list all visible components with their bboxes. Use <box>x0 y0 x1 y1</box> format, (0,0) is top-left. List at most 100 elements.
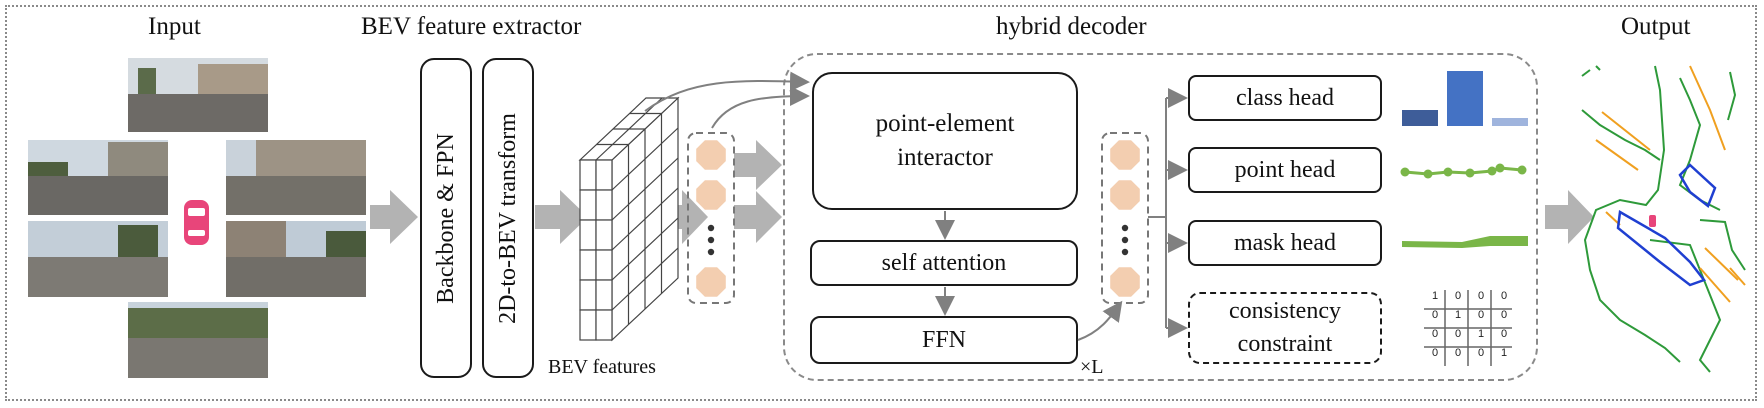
query-token <box>1110 140 1140 170</box>
class-bar-3 <box>1492 118 1528 126</box>
ellipsis-dot <box>707 248 715 256</box>
output-ego-marker <box>1649 215 1656 227</box>
ellipsis-dot <box>707 224 715 232</box>
ellipsis-dot <box>1121 248 1129 256</box>
map-divider-line <box>1704 247 1739 281</box>
matrix-cell: 1 <box>1477 328 1485 340</box>
cube-side-line <box>611 247 679 311</box>
cube-front-cell <box>579 279 597 311</box>
class-bar-2 <box>1447 71 1483 126</box>
self-attention-label: self attention <box>881 249 1007 276</box>
query-token <box>1110 267 1140 297</box>
query-token <box>696 140 726 170</box>
connector-ffn-to-queries <box>1077 300 1123 341</box>
point-head-label: point head <box>1234 156 1336 183</box>
ellipsis-dot <box>1121 224 1129 232</box>
consistency-label-line2: constraint <box>1237 331 1333 357</box>
matrix-cell: 0 <box>1477 290 1485 302</box>
outer-frame <box>5 5 1757 401</box>
cube-front-cell <box>595 279 613 311</box>
point-marker <box>1400 167 1410 177</box>
class-head-label: class head <box>1236 84 1334 111</box>
connector-cube-to-interactor <box>644 71 810 112</box>
map-boundary-line <box>1727 71 1737 121</box>
mask-head-stroke <box>1402 236 1528 248</box>
bev-features-label: BEV features <box>548 356 656 378</box>
query-tokens-left <box>696 140 726 297</box>
map-divider-line <box>1729 267 1746 286</box>
point-head-polyline <box>1400 163 1527 179</box>
cube-side-line <box>611 217 679 281</box>
camera-front-image <box>128 58 268 132</box>
point-head-box: point head <box>1188 147 1382 193</box>
point-marker <box>1443 167 1453 177</box>
flow-arrow-query-lower <box>734 191 782 243</box>
matrix-cell: 0 <box>1477 347 1485 359</box>
point-element-interactor-box: point-element interactor <box>812 72 1078 210</box>
point-marker <box>1495 163 1505 173</box>
consistency-label-line1: consistency <box>1229 298 1341 324</box>
point-marker <box>1487 166 1497 176</box>
bev-feature-cube <box>578 96 680 342</box>
connector-query-to-interactor <box>711 86 810 129</box>
ffn-label: FFN <box>921 326 967 353</box>
map-crossing-polygon <box>1616 209 1707 287</box>
flow-arrow-output <box>1545 190 1594 244</box>
cube-front-cell <box>595 219 613 251</box>
camera-front-right-image <box>226 140 366 215</box>
cube-front-cell <box>579 159 597 191</box>
matrix-cell: 0 <box>1431 347 1439 359</box>
cube-front-cell <box>579 219 597 251</box>
matrix-cell: 0 <box>1454 328 1462 340</box>
mask-head-box: mask head <box>1188 220 1382 266</box>
matrix-cell: 0 <box>1500 309 1508 321</box>
mask-head-label: mask head <box>1234 229 1336 256</box>
car-icon <box>184 200 209 245</box>
decoder-header: hybrid decoder <box>996 13 1147 40</box>
matrix-cell: 0 <box>1454 347 1462 359</box>
matrix-cell: 1 <box>1431 290 1439 302</box>
interactor-label-line1: point-element <box>875 110 1015 137</box>
query-tokens-right <box>1110 140 1140 297</box>
map-divider-line <box>1699 267 1731 303</box>
map-boundary-line <box>1583 65 1681 363</box>
camera-front-left-image <box>28 140 168 215</box>
point-marker <box>1465 168 1475 178</box>
matrix-cell: 0 <box>1500 328 1508 340</box>
cube-side-line <box>611 127 679 191</box>
matrix-cell: 0 <box>1500 290 1508 302</box>
ellipsis-dot <box>707 236 715 244</box>
cube-front-cell <box>579 309 597 341</box>
class-head-box: class head <box>1188 75 1382 121</box>
cube-top-line <box>595 97 663 161</box>
output-vector-map <box>1581 65 1746 373</box>
hybrid-decoder-region <box>783 53 1538 381</box>
matrix-cell: 1 <box>1500 347 1508 359</box>
matrix-cell: 0 <box>1454 290 1462 302</box>
map-divider-line <box>1601 111 1651 151</box>
map-boundary-line <box>1581 109 1661 161</box>
interactor-label-line2: interactor <box>897 144 993 171</box>
extractor-header: BEV feature extractor <box>361 13 582 40</box>
map-boundary-line <box>1581 69 1591 77</box>
query-token <box>1110 180 1140 210</box>
self-attention-box: self attention <box>810 240 1078 286</box>
cube-front-cell <box>595 249 613 281</box>
map-boundary-line <box>1699 219 1746 271</box>
flow-arrow-query-upper <box>734 140 782 190</box>
camera-back-right-image <box>226 221 366 297</box>
matrix-cell: 0 <box>1431 328 1439 340</box>
bev-transform-box: 2D-to-BEV transform <box>482 58 534 378</box>
query-token <box>696 180 726 210</box>
point-marker <box>1423 169 1433 179</box>
ellipsis-dot <box>1121 236 1129 244</box>
cube-side-line <box>611 157 679 221</box>
point-polyline-stroke <box>1404 166 1523 176</box>
matrix-cell: 0 <box>1477 309 1485 321</box>
flow-arrow-input <box>370 190 418 244</box>
camera-back-left-image <box>28 221 168 297</box>
query-token <box>696 267 726 297</box>
ffn-box: FFN <box>810 316 1078 364</box>
